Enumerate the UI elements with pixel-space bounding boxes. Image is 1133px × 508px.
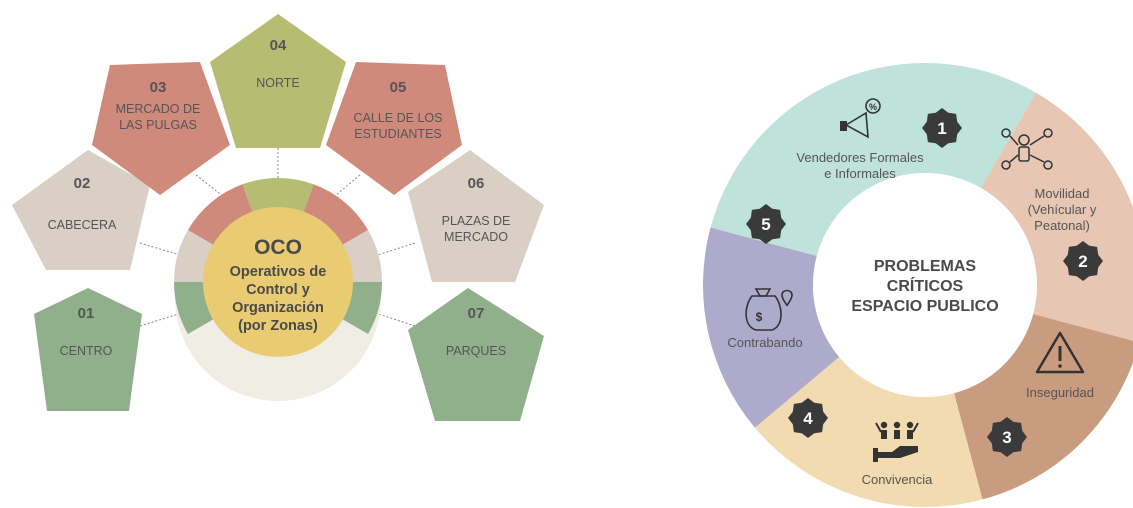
donut-segment: [703, 227, 840, 428]
oco-subtitle-line: Operativos de: [230, 264, 327, 280]
zone-07: 07 PARQUES: [408, 288, 544, 421]
zone-number: 05: [390, 79, 407, 96]
donut-center-line: PROBLEMAS: [874, 258, 977, 275]
donut-segment: [710, 62, 1036, 257]
warning-icon: [1035, 331, 1085, 374]
segment-2: Movilidad (Vehícular y Peatonal) 2: [1001, 128, 1103, 281]
zone-number: 01: [78, 305, 95, 322]
segment-1: % Vendedores Formales e Informales 1: [796, 98, 962, 181]
network-people-icon: [1001, 128, 1053, 170]
zone-pentagon: [12, 150, 150, 270]
zone-label: PLAZAS DE: [442, 214, 511, 228]
zone-01: 01 CENTRO: [34, 288, 142, 411]
zone-number: 07: [468, 305, 485, 322]
segment-label: Inseguridad: [1026, 385, 1094, 400]
zone-label: CALLE DE LOS: [354, 111, 443, 125]
segment-label: Contrabando: [727, 335, 802, 350]
badge-star: [746, 204, 786, 244]
zone-pentagon: [326, 62, 462, 195]
community-icon: [873, 421, 919, 462]
oco-subtitle-line: (por Zonas): [238, 318, 318, 334]
zone-pentagon: [408, 288, 544, 421]
zone-pentagon: [34, 288, 142, 411]
segment-4: Convivencia 4: [788, 398, 933, 487]
segment-label: Movilidad: [1035, 186, 1090, 201]
svg-text:%: %: [869, 102, 877, 112]
zone-pentagon: [92, 62, 230, 195]
zone-06: 06 PLAZAS DE MERCADO: [408, 150, 544, 282]
badge-2: 2: [1063, 241, 1103, 281]
donut-center-line: ESPACIO PUBLICO: [851, 298, 998, 315]
zone-pentagon: [408, 150, 544, 282]
segment-3: Inseguridad 3: [987, 331, 1094, 457]
zone-number: 02: [74, 175, 91, 192]
segment-label: e Informales: [824, 166, 896, 181]
zone-number: 03: [150, 79, 167, 96]
zone-05: 05 CALLE DE LOS ESTUDIANTES: [326, 62, 462, 195]
badge-number: 3: [1002, 428, 1011, 447]
badge-star: [788, 398, 828, 438]
zone-label: MERCADO DE: [116, 102, 201, 116]
badge-3: 3: [987, 417, 1027, 457]
zone-number: 04: [270, 37, 287, 54]
segment-label: Peatonal): [1034, 218, 1090, 233]
badge-number: 1: [937, 119, 946, 138]
oco-subtitle-line: Organización: [232, 300, 324, 316]
oco-title: OCO: [254, 236, 302, 259]
badge-4: 4: [788, 398, 828, 438]
badge-star: [922, 108, 962, 148]
segment-5: $ Contrabando 5: [727, 204, 803, 350]
badge-number: 2: [1078, 252, 1087, 271]
badge-1: 1: [922, 108, 962, 148]
badge-number: 5: [761, 215, 770, 234]
segment-label: Convivencia: [862, 472, 934, 487]
money-bag-icon: $: [745, 288, 793, 331]
badge-star: [1063, 241, 1103, 281]
badge-number: 4: [803, 409, 813, 428]
donut-segment: [953, 313, 1133, 500]
zone-03: 03 MERCADO DE LAS PULGAS: [92, 62, 230, 195]
zone-04: 04 NORTE: [210, 14, 346, 148]
megaphone-icon: %: [840, 98, 881, 139]
svg-text:$: $: [756, 310, 763, 324]
zone-label: ESTUDIANTES: [354, 127, 442, 141]
zone-pentagon: [210, 14, 346, 148]
zone-number: 06: [468, 175, 485, 192]
donut-center: [813, 173, 1037, 397]
badge-5: 5: [746, 204, 786, 244]
zone-label: NORTE: [256, 76, 300, 90]
segment-label: Vendedores Formales: [796, 150, 924, 165]
zone-label: PARQUES: [446, 344, 506, 358]
oco-subtitle-line: Control y: [246, 282, 310, 298]
segment-label: (Vehícular y: [1028, 202, 1097, 217]
donut-center-line: CRÍTICOS: [887, 276, 964, 295]
oco-center-disc: [203, 207, 353, 357]
zone-label: CABECERA: [48, 218, 117, 232]
problems-donut-diagram: PROBLEMAS CRÍTICOS ESPACIO PUBLICO % Ven…: [703, 62, 1133, 508]
zone-02: 02 CABECERA: [12, 150, 150, 270]
zone-label: LAS PULGAS: [119, 118, 197, 132]
badge-star: [987, 417, 1027, 457]
oco-zones-diagram: OCO Operativos de Control y Organización…: [12, 14, 544, 421]
donut-segment: [754, 356, 983, 508]
zone-label: MERCADO: [444, 230, 508, 244]
zone-label: CENTRO: [60, 344, 113, 358]
